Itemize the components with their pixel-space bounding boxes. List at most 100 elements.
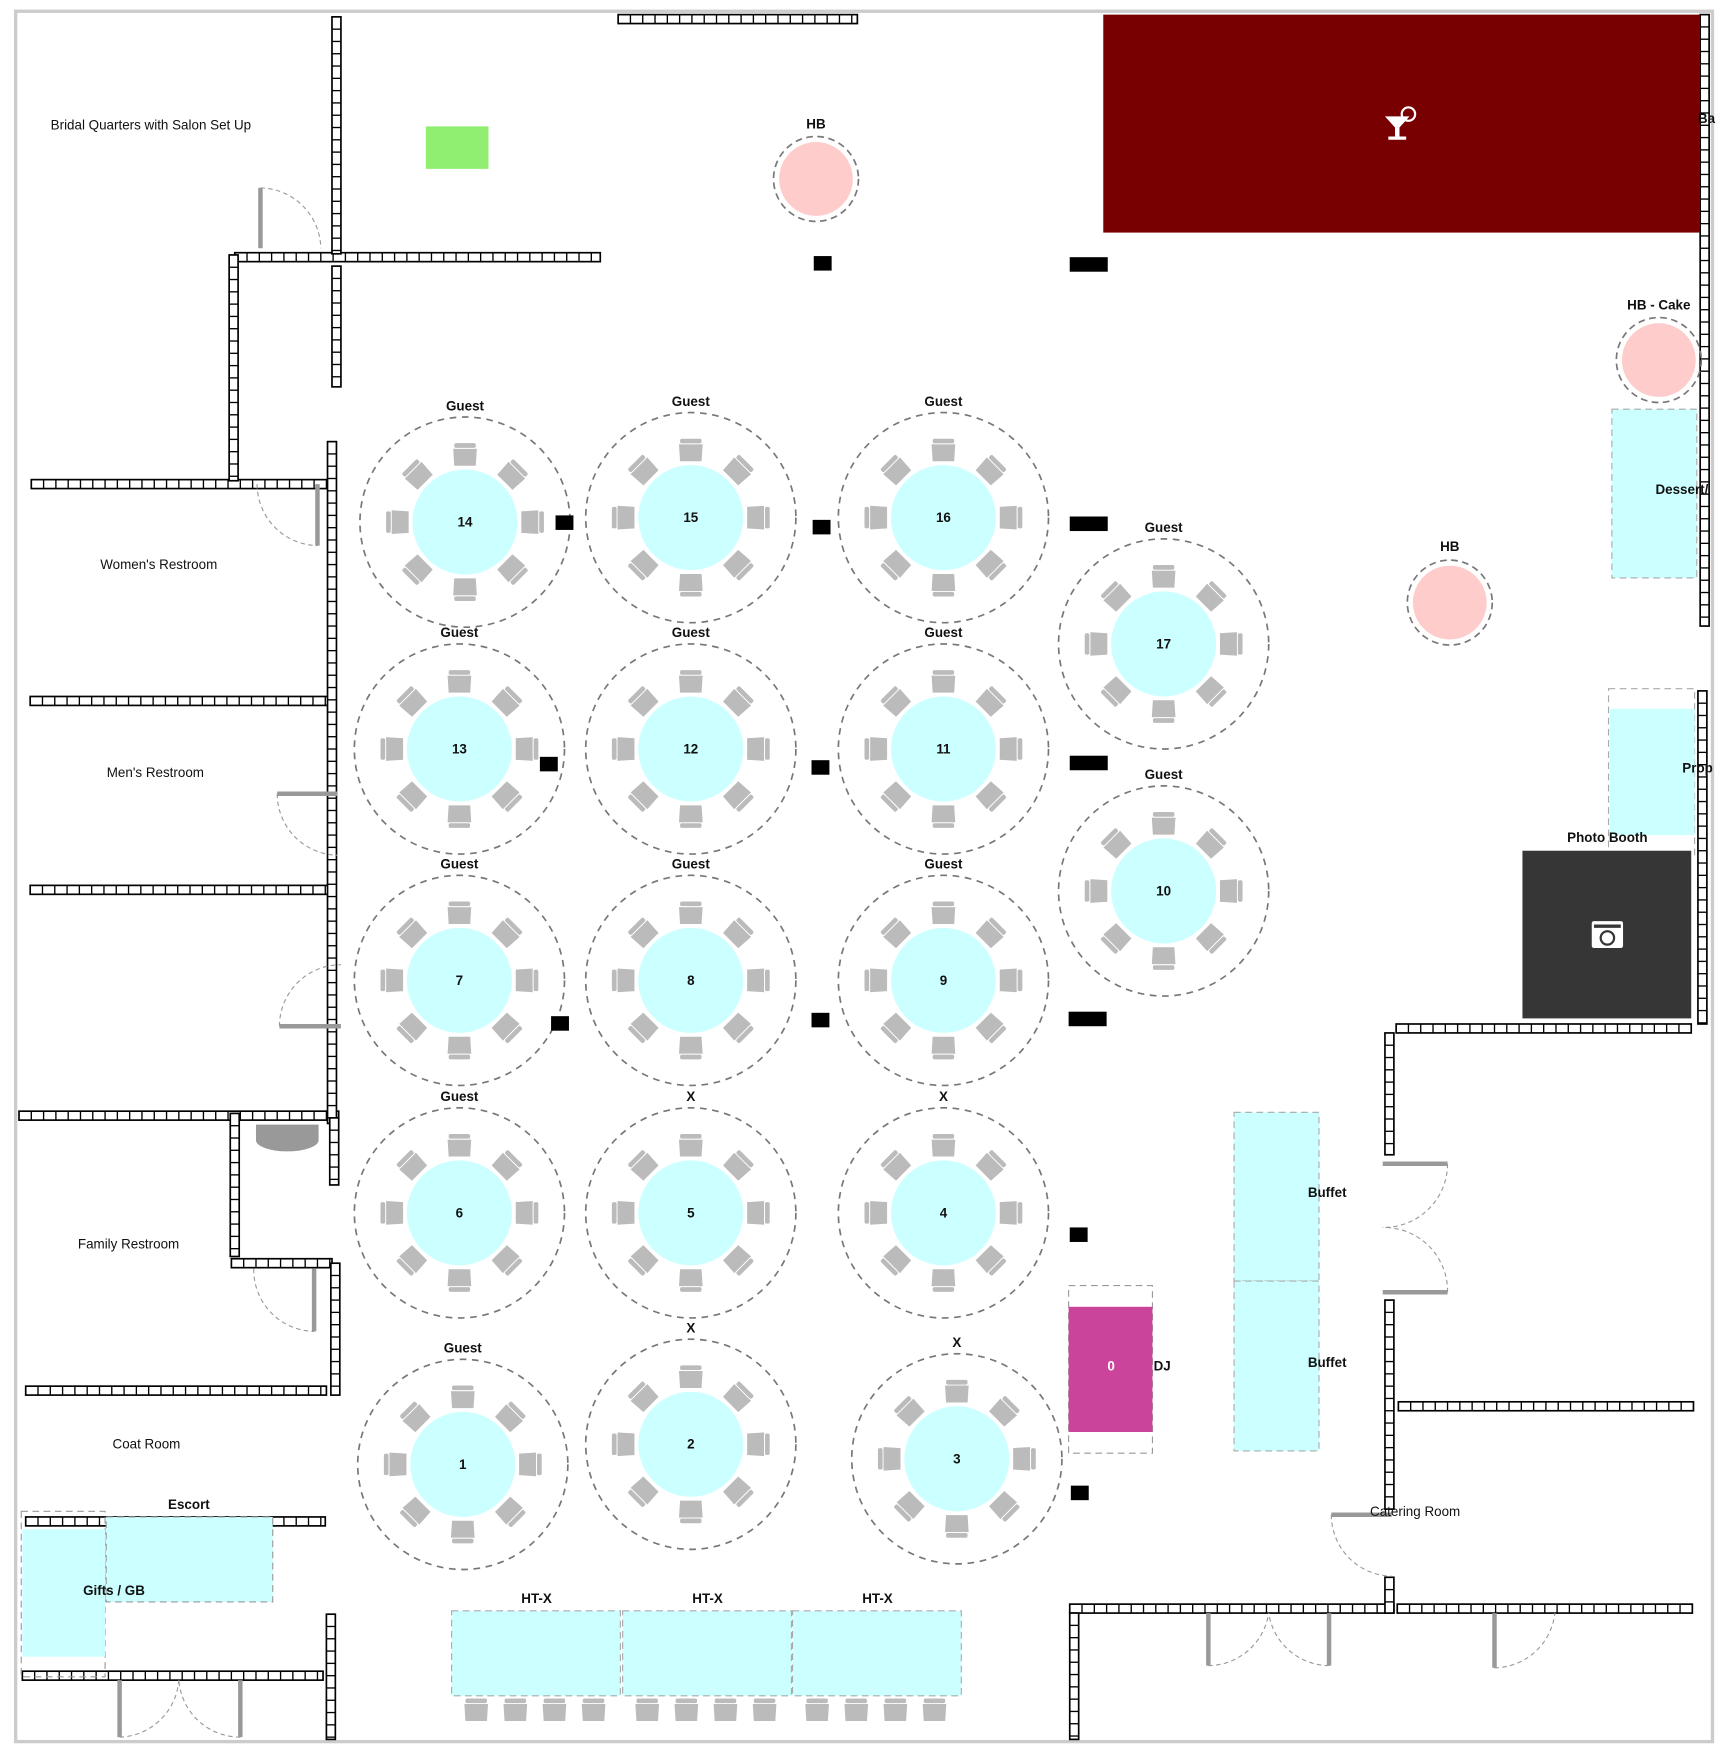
dessert-label: Dessert/: [1655, 482, 1708, 497]
guest-table-4[interactable]: 4X: [837, 1089, 1050, 1319]
table-label: Guest: [1145, 520, 1184, 535]
door[interactable]: [1206, 1612, 1270, 1667]
chair: [998, 967, 1024, 994]
table-top: [412, 469, 518, 575]
guest-table-17[interactable]: 17 Guest: [1057, 520, 1270, 750]
chair: [930, 1035, 957, 1061]
escort-table[interactable]: [105, 1516, 274, 1603]
table-number: 16: [936, 510, 951, 525]
chair: [721, 1475, 755, 1508]
door[interactable]: [253, 1268, 317, 1332]
table-top: [890, 465, 996, 571]
guest-table-2[interactable]: 2X: [584, 1321, 797, 1551]
highboy-right[interactable]: HB: [1406, 539, 1494, 646]
chair: [879, 548, 913, 582]
door[interactable]: [256, 484, 320, 547]
table-clearance: [584, 1106, 797, 1319]
chair: [395, 1243, 429, 1277]
table-number: 17: [1156, 636, 1171, 651]
guest-table-3[interactable]: 3X: [850, 1335, 1063, 1565]
head-table-2[interactable]: HT-X: [622, 1591, 792, 1722]
door[interactable]: [117, 1680, 180, 1738]
dessert-table[interactable]: [1611, 408, 1698, 579]
buffet-table-2[interactable]: [1233, 1280, 1320, 1452]
table-label: X: [686, 1321, 695, 1336]
chair: [678, 1268, 704, 1293]
door[interactable]: [178, 1680, 243, 1738]
chair: [580, 1697, 607, 1722]
door[interactable]: [1382, 1161, 1449, 1228]
table-top: [406, 927, 512, 1033]
door[interactable]: [1382, 1226, 1449, 1295]
guest-table-5[interactable]: 5X: [584, 1089, 797, 1319]
chair: [1100, 580, 1133, 613]
table-top: [638, 1391, 744, 1497]
table-label: Guest: [924, 625, 963, 640]
table-top: [410, 1411, 516, 1517]
buffet-label: Buffet: [1308, 1185, 1347, 1200]
gifts-area[interactable]: [20, 1510, 106, 1678]
highboy-label: HB: [1440, 539, 1460, 554]
marker-block: [551, 1016, 569, 1031]
chair: [541, 1697, 568, 1722]
marker-block: [811, 760, 830, 775]
chair: [1194, 580, 1228, 613]
door[interactable]: [1330, 1512, 1392, 1577]
guest-tables: 14Guest15Guest16Guest17Guest13Guest12Gue…: [353, 394, 1270, 1571]
chair: [446, 1133, 473, 1158]
dj-label: DJ: [1154, 1359, 1171, 1374]
table-number: 10: [1156, 883, 1171, 898]
chair: [1100, 921, 1133, 955]
chair: [1083, 631, 1109, 657]
head-table-1[interactable]: HT-X: [451, 1591, 621, 1722]
door[interactable]: [276, 791, 338, 856]
chair: [490, 780, 523, 813]
head-table-3[interactable]: HT-X: [791, 1591, 962, 1722]
wall-segment: [328, 1117, 340, 1186]
door[interactable]: [1268, 1612, 1332, 1667]
buffet-table-1[interactable]: [1233, 1111, 1320, 1282]
chair: [721, 1149, 755, 1182]
chair: [746, 504, 771, 531]
chair: [893, 1489, 926, 1523]
marker-block: [555, 515, 574, 530]
chair: [930, 437, 957, 463]
chair: [746, 967, 771, 994]
wall-segment: [229, 1112, 241, 1258]
table-label: Guest: [672, 394, 711, 409]
wall-segment: [617, 13, 859, 25]
highboy-cake[interactable]: HB - Cake: [1615, 298, 1703, 404]
chair: [930, 1133, 957, 1158]
chair: [502, 1697, 529, 1722]
green-block[interactable]: [425, 126, 489, 169]
chair: [399, 1495, 432, 1528]
table-number: 4: [940, 1205, 948, 1220]
door[interactable]: [278, 964, 341, 1029]
chair: [1150, 946, 1177, 971]
room-label-womens: Women's Restroom: [100, 557, 217, 572]
chair: [746, 1200, 771, 1226]
table-top: [638, 927, 744, 1033]
chair: [385, 509, 410, 535]
chair: [496, 458, 529, 492]
chair: [496, 553, 529, 586]
highboy-top[interactable]: HB: [772, 117, 860, 223]
door[interactable]: [1492, 1613, 1556, 1669]
chair: [944, 1514, 970, 1539]
chair: [1083, 878, 1109, 904]
chair: [627, 454, 660, 487]
door[interactable]: [258, 187, 322, 249]
chair: [610, 1200, 636, 1226]
